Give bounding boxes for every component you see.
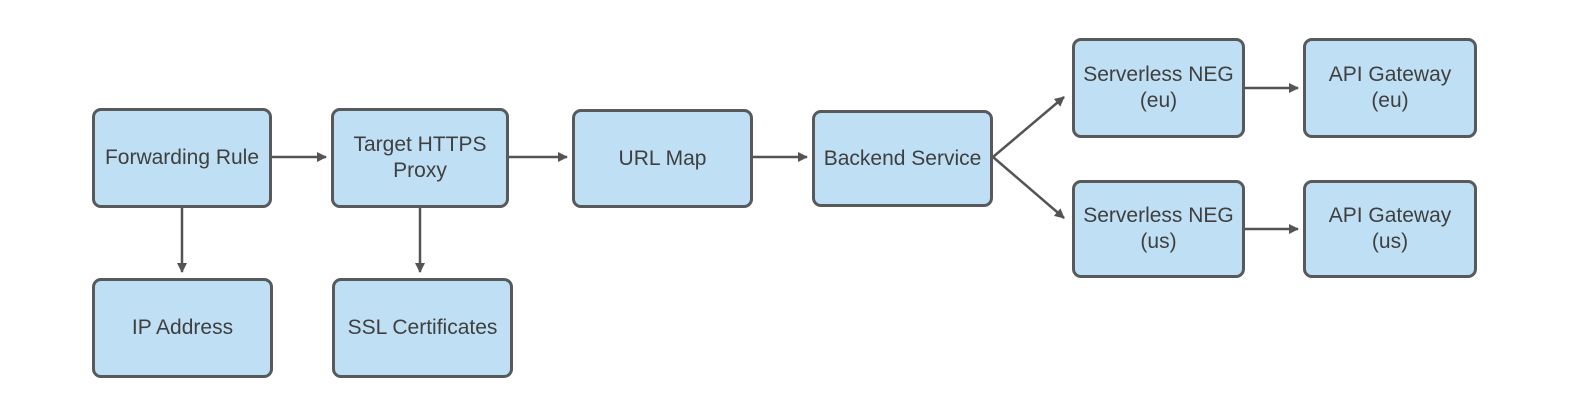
node-label: Forwarding Rule — [104, 146, 260, 169]
node-serverless-neg-eu: Serverless NEG (eu) — [1072, 38, 1245, 138]
node-serverless-neg-us: Serverless NEG (us) — [1072, 180, 1245, 278]
node-url-map: URL Map — [572, 109, 753, 208]
node-label: API Gateway (us) — [1328, 204, 1452, 253]
node-ip-address: IP Address — [92, 278, 273, 378]
node-label: URL Map — [618, 146, 707, 170]
node-label: Target HTTPS Proxy — [353, 133, 487, 182]
node-label: Serverless NEG (eu) — [1083, 63, 1234, 112]
node-label: Serverless NEG (us) — [1083, 204, 1234, 253]
node-api-gateway-eu: API Gateway (eu) — [1303, 38, 1477, 138]
node-target-https-proxy: Target HTTPS Proxy — [331, 108, 509, 208]
node-ssl-certificates: SSL Certificates — [332, 278, 513, 378]
edge-backend-service-to-serverless-neg-eu — [992, 96, 1065, 158]
node-api-gateway-us: API Gateway (us) — [1303, 180, 1477, 278]
node-forwarding-rule: Forwarding Rule — [92, 108, 272, 208]
node-backend-service: Backend Service — [812, 110, 993, 207]
node-label: API Gateway (eu) — [1328, 63, 1452, 112]
edge-backend-service-to-serverless-neg-us — [992, 156, 1065, 219]
node-label: SSL Certificates — [347, 316, 498, 339]
node-label: IP Address — [131, 316, 234, 339]
node-label: Backend Service — [823, 146, 982, 170]
